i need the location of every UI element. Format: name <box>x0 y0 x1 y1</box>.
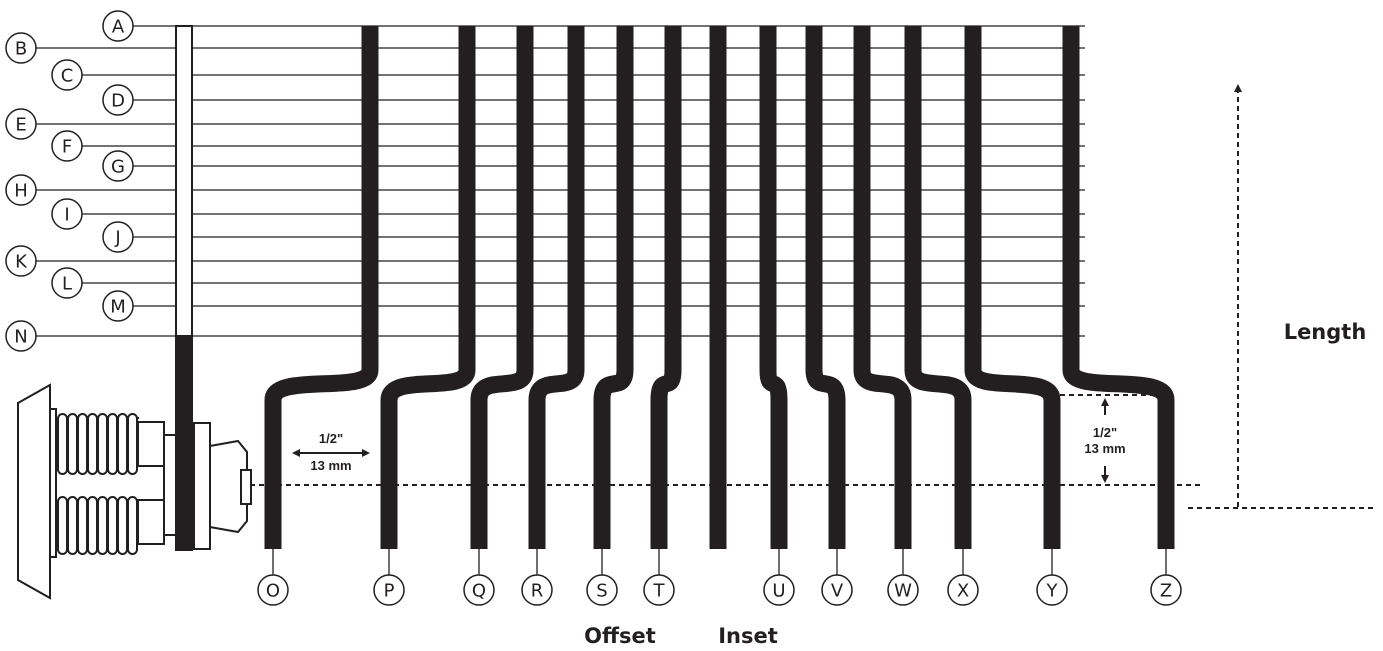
cam-lock-body-icon <box>17 383 252 600</box>
cam-label-circle-v <box>821 574 853 606</box>
inset-caption: Inset <box>718 624 778 648</box>
cam-label-r: R <box>531 581 544 602</box>
cam-label-circle-x <box>947 574 979 606</box>
length-label-circle-n <box>5 320 37 352</box>
length-label-circle-k <box>5 245 37 277</box>
length-label-circle-g <box>102 150 134 182</box>
length-label-circle-h <box>5 174 37 206</box>
cam-bar <box>853 26 912 549</box>
length-label-circle-c <box>51 59 83 91</box>
cam-labels: O P Q R S T U V W X Y Z <box>257 549 1182 606</box>
cam-label-q: Q <box>472 581 486 602</box>
cam-bar <box>380 26 476 549</box>
cam-label-x: X <box>957 581 969 602</box>
length-lines <box>36 25 1085 337</box>
cam-label-circle-z <box>1150 574 1182 606</box>
cam-label-s: S <box>596 581 607 602</box>
vertical-dimension-inch: 1/2" <box>1093 425 1117 440</box>
vertical-dimension-mm: 13 mm <box>1084 441 1125 456</box>
length-label-circle-i <box>51 198 83 230</box>
length-label-circle-f <box>51 130 83 162</box>
cam-bar <box>904 26 972 549</box>
length-label-l: L <box>62 274 72 295</box>
cam-bar <box>593 26 634 549</box>
cam-label-circle-y <box>1036 574 1068 606</box>
length-label-h: H <box>14 181 28 202</box>
length-label-i: I <box>64 205 69 226</box>
cam-bar <box>650 26 682 549</box>
cam-bar <box>1062 26 1175 549</box>
cam-label-u: U <box>772 581 785 602</box>
cam-bar <box>528 26 585 549</box>
length-label-b: B <box>15 39 27 60</box>
length-label-c: C <box>61 66 74 87</box>
length-label-circle-b <box>5 32 37 64</box>
length-label-k: K <box>15 252 28 273</box>
cam-label-p: P <box>384 581 395 602</box>
cam-label-circle-u <box>763 574 795 606</box>
cam-bars <box>264 26 1175 549</box>
cam-label-circle-w <box>887 574 919 606</box>
cam-bar <box>805 26 846 549</box>
cam-label-circle-q <box>463 574 495 606</box>
horizontal-dimension-inch: 1/2" <box>319 431 343 446</box>
length-label-circle-j <box>102 221 134 253</box>
cam-bar <box>470 26 534 549</box>
cam-label-circle-s <box>586 574 618 606</box>
length-label-e: E <box>15 115 26 136</box>
cam-label-t: T <box>653 581 666 602</box>
cam-bar <box>964 26 1061 549</box>
cam-bar <box>264 26 379 549</box>
length-labels: A B C D E F G H I J K L M N <box>5 10 134 352</box>
horizontal-dimension-mm: 13 mm <box>310 458 351 473</box>
cam-bar <box>759 26 788 549</box>
length-label-circle-d <box>102 84 134 116</box>
offset-caption: Offset <box>584 624 656 648</box>
cam-label-circle-p <box>373 574 405 606</box>
cam-label-v: V <box>831 581 844 602</box>
length-caption: Length <box>1284 320 1367 344</box>
length-label-n: N <box>14 327 27 348</box>
cam-label-circle-r <box>521 574 553 606</box>
length-label-circle-a <box>102 10 134 42</box>
length-label-circle-l <box>51 267 83 299</box>
length-label-circle-m <box>102 290 134 322</box>
cam-label-circle-t <box>643 574 675 606</box>
cam-label-o: O <box>266 581 280 602</box>
cam-shaft <box>175 25 193 551</box>
vertical-dimension: 1/2" 13 mm <box>1084 398 1126 483</box>
length-label-j: J <box>114 228 120 249</box>
cam-label-circle-o <box>257 574 289 606</box>
length-label-g: G <box>111 157 125 178</box>
cam-label-y: Y <box>1046 581 1059 602</box>
cam-label-w: W <box>894 581 912 602</box>
length-label-f: F <box>62 137 72 158</box>
length-label-d: D <box>111 91 125 112</box>
length-label-circle-e <box>5 108 37 140</box>
length-label-a: A <box>112 17 125 38</box>
cam-label-z: Z <box>1160 581 1172 602</box>
length-label-m: M <box>110 297 126 318</box>
horizontal-dimension: 1/2" 13 mm <box>292 431 370 473</box>
